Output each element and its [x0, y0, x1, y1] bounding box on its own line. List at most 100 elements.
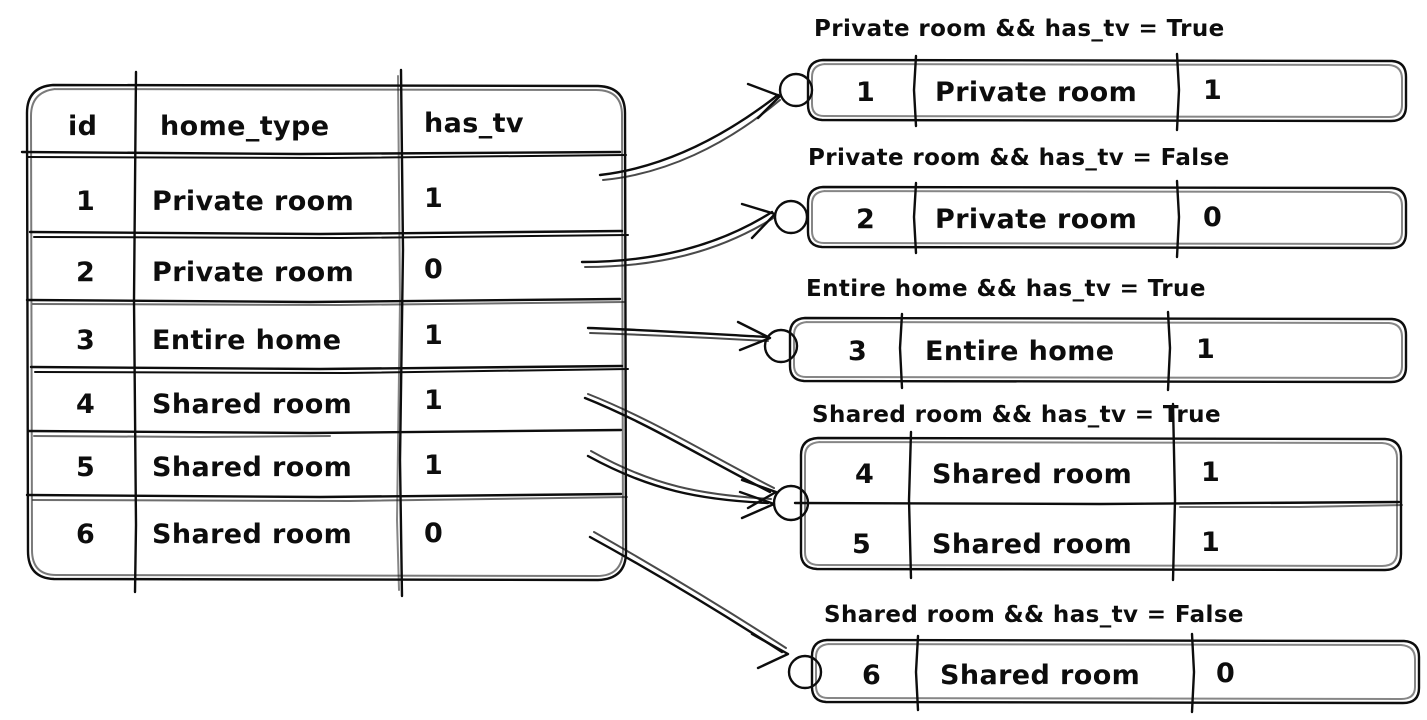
cell-id: 1: [856, 77, 875, 108]
arrow-to-group-1: [598, 93, 780, 177]
table-outline: [25, 83, 628, 582]
group-connector-circle-2: [773, 199, 809, 235]
table-row-divider-1-echo: [33, 234, 629, 239]
cell-id: 5: [76, 452, 95, 483]
group-box-4: [799, 436, 1403, 572]
group-box-3-echo: [793, 321, 1403, 379]
cell-home-type: Private room: [935, 77, 1137, 108]
cell-has-tv: 1: [1201, 527, 1220, 558]
group-card-1: Private room && has_tv = True 1 Private …: [778, 16, 1408, 132]
group-label-3: Entire home && has_tv = True: [806, 276, 1206, 302]
group-label-5: Shared room && has_tv = False: [824, 602, 1244, 628]
cell-id: 3: [848, 336, 867, 367]
cell-home-type: Shared room: [152, 519, 352, 550]
cell-id: 4: [855, 459, 874, 490]
cell-id: 6: [862, 660, 881, 691]
table-col-divider-2-echo: [396, 75, 401, 591]
table-row-divider-header: [20, 150, 622, 156]
table-row-divider-2: [25, 297, 622, 304]
table-row-divider-5: [25, 492, 623, 499]
group-label-2: Private room && has_tv = False: [808, 145, 1230, 171]
table-outline-echo: [30, 88, 624, 577]
cell-has-tv: 1: [424, 183, 443, 214]
group-box-1-echo: [811, 63, 1403, 118]
arrow-to-group-2: [580, 210, 774, 264]
group-box-5-echo: [815, 643, 1416, 700]
cell-home-type: Shared room: [940, 660, 1140, 691]
table-header-has-tv: has_tv: [424, 108, 524, 139]
cell-has-tv: 0: [424, 254, 443, 285]
cell-home-type: Shared room: [932, 529, 1132, 560]
group-5-col-divider-1: [914, 634, 920, 712]
group-box-3: [788, 316, 1408, 384]
group-4-row-divider-echo: [1179, 504, 1403, 508]
cell-id: 5: [852, 529, 871, 560]
cell-has-tv: 1: [1203, 75, 1222, 106]
cell-id: 1: [76, 186, 95, 217]
cell-home-type: Private room: [152, 257, 354, 288]
group-card-2: Private room && has_tv = False 2 Private…: [773, 145, 1408, 259]
cell-home-type: Shared room: [932, 459, 1132, 490]
group-1-col-divider-2: [1175, 52, 1181, 132]
group-card-4: Shared room && has_tv = True 4 Shared ro…: [772, 402, 1403, 582]
group-connector-circle-5: [787, 654, 823, 690]
group-box-4-echo: [804, 441, 1398, 567]
cell-home-type: Private room: [935, 204, 1137, 235]
source-table: id home_type has_tv 1 Private room 1 2 P…: [20, 68, 629, 598]
arrow-to-group-4-b-echo: [590, 450, 772, 500]
group-2-col-divider-2: [1175, 179, 1181, 259]
group-1-col-divider-1: [912, 54, 918, 128]
group-card-3: Entire home && has_tv = True 3 Entire ho…: [763, 276, 1408, 392]
group-label-1: Private room && has_tv = True: [814, 16, 1225, 42]
table-row: 5 Shared room 1: [76, 450, 443, 483]
cell-id: 3: [76, 325, 95, 356]
group-5-col-divider-2: [1190, 632, 1196, 714]
cell-home-type: Shared room: [152, 389, 352, 420]
group-4-col-divider-1: [907, 430, 913, 580]
arrow-to-group-3-echo: [589, 332, 769, 342]
group-3-col-divider-1: [898, 312, 904, 390]
group-box-2-echo: [811, 190, 1403, 245]
arrowhead-group-3: [736, 320, 772, 352]
group-label-4: Shared room && has_tv = True: [812, 402, 1221, 428]
arrow-to-group-2-echo: [584, 216, 776, 268]
table-col-divider-2: [398, 68, 405, 598]
cell-home-type: Entire home: [152, 325, 341, 356]
group-connector-circle-3: [763, 328, 799, 364]
connector-arrows: [580, 82, 790, 670]
cell-has-tv: 1: [424, 450, 443, 481]
group-card-5: Shared room && has_tv = False 6 Shared r…: [787, 602, 1421, 714]
cell-id: 4: [76, 389, 95, 420]
arrow-to-group-4-a: [583, 396, 772, 494]
table-row-divider-3-echo: [34, 368, 629, 374]
group-4-col-divider-2: [1171, 402, 1177, 582]
arrowhead-group-5: [750, 632, 790, 670]
cell-has-tv: 1: [1196, 334, 1215, 365]
table-row-divider-3: [29, 364, 624, 371]
group-box-2: [806, 185, 1408, 250]
cell-has-tv: 0: [424, 518, 443, 549]
arrow-to-group-5-echo: [593, 531, 787, 649]
table-row: 4 Shared room 1: [76, 385, 443, 420]
group-box-1: [806, 58, 1408, 123]
table-row-divider-2-echo: [32, 301, 625, 306]
group-4-row-divider: [793, 500, 1401, 506]
table-row: 2 Private room 0: [76, 254, 443, 288]
cell-id: 2: [856, 204, 875, 235]
arrow-to-group-3: [586, 326, 768, 339]
table-row: 6 Shared room 0: [76, 518, 443, 550]
group-box-5: [810, 638, 1421, 705]
cell-has-tv: 0: [1203, 202, 1222, 233]
table-row-divider-5-echo: [32, 496, 628, 502]
table-row-divider-1: [28, 229, 624, 236]
cell-home-type: Shared room: [152, 452, 352, 483]
cell-id: 6: [76, 519, 95, 550]
cell-home-type: Entire home: [925, 336, 1114, 367]
cell-id: 2: [76, 257, 95, 288]
group-connector-circle-1: [778, 72, 814, 108]
cell-has-tv: 1: [424, 320, 443, 351]
arrow-to-group-4-b: [586, 454, 770, 505]
table-row: 3 Entire home 1: [76, 320, 443, 356]
group-2-col-divider-1: [912, 181, 918, 255]
